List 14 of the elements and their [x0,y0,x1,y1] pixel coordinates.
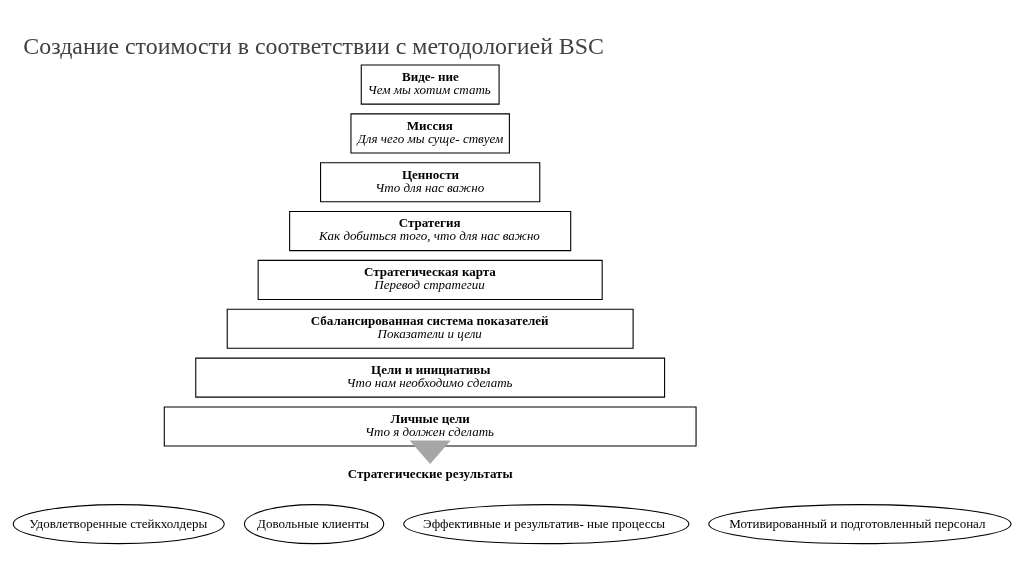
node-box: Ценности Что для нас важно [320,162,541,203]
node-box: Виде- ние Чем мы хотим стать [360,64,500,105]
node-ellipse: Довольные клиенты [243,504,385,545]
node-box: Цели и инициативы Что нам необходимо сделать [195,357,666,398]
arrow [409,440,451,464]
node-ellipse: Эффективные и результатив- ные процессы [403,504,690,545]
node-ellipse: Удовлетворенные стейкхолдеры [12,504,225,545]
node-box: Стратегия Как добиться того, что для нас важно [289,211,572,252]
node-text: Стратегические результаты [347,465,513,481]
node-box: Миссия Для чего мы суще- ствуем [350,113,510,154]
node-box: Сбалансированная система показателей Показатели и цели [226,308,634,349]
diagram-title: Создание стоимости в соответствии с методологией BSC [23,32,604,59]
node-ellipse: Мотивированный и подготовленный персонал [708,504,1012,545]
node-box: Стратегическая карта Перевод стратегии [257,259,603,301]
